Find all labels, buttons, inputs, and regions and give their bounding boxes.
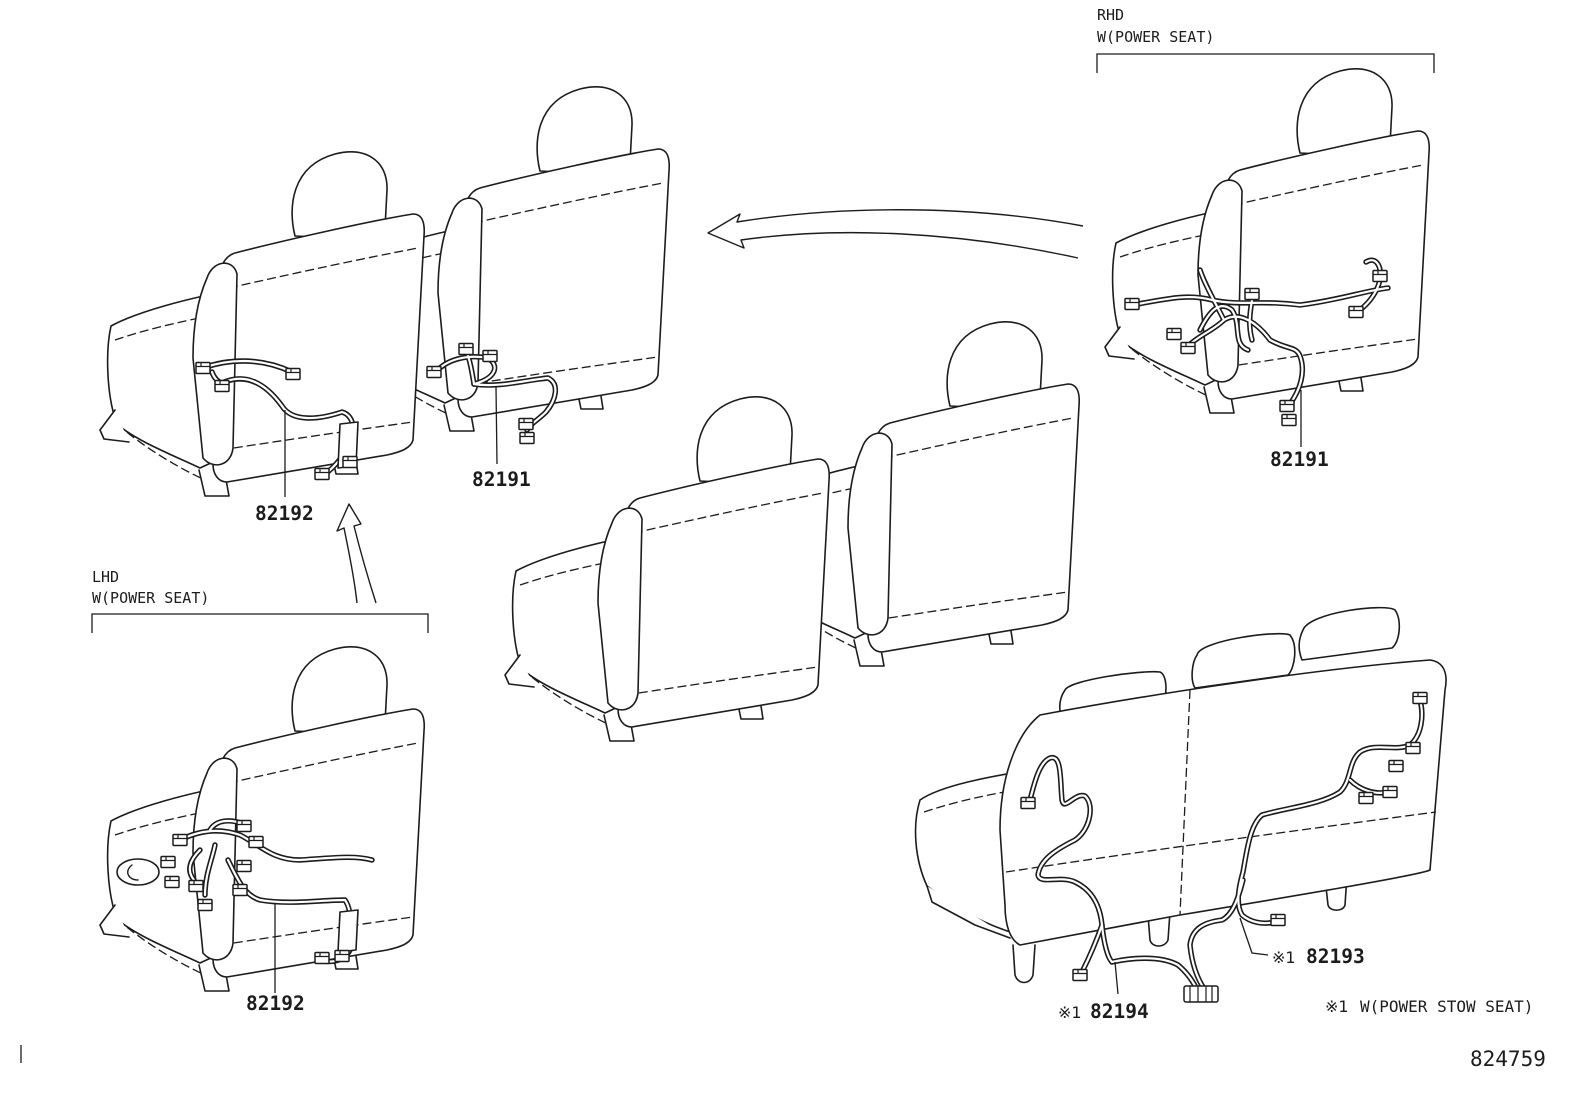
wire-connector	[160, 855, 176, 869]
wire-connector	[1244, 287, 1260, 301]
leader-82191-top	[495, 386, 498, 465]
wire-connector	[1180, 341, 1196, 355]
wire-connector	[197, 898, 213, 912]
lhd-bracket	[91, 613, 429, 633]
wire-connector	[1412, 691, 1428, 705]
wire-connector	[482, 349, 498, 363]
footnote-mark: ※1	[1325, 997, 1349, 1016]
harness-82192-lhd	[160, 819, 372, 965]
rhd-seat	[1104, 68, 1431, 414]
leader-82194	[1114, 961, 1119, 995]
front-pair-top: 82192 82191	[99, 86, 671, 525]
part-number-82191-top[interactable]: 82191	[472, 468, 531, 491]
wire-connector	[1166, 327, 1182, 341]
wire-connector	[314, 951, 330, 965]
wire-connector	[1388, 759, 1404, 773]
wire-connector	[1372, 269, 1388, 283]
note-mark: ※1	[1272, 948, 1296, 967]
wire-connector	[248, 835, 264, 849]
wire-connector	[1382, 785, 1398, 799]
wire-connector	[314, 467, 330, 481]
bench-backrest-split	[1179, 689, 1191, 916]
note-mark: ※1	[1058, 1003, 1082, 1022]
harness-bracket	[337, 909, 359, 953]
third-row-bench: ※1 82193 ※1 82194	[914, 606, 1447, 1023]
power-seat-switch	[116, 858, 160, 886]
wire-connector	[1270, 913, 1286, 927]
bench-backrest-lower-line	[1005, 811, 1437, 873]
leader-82193	[1239, 917, 1269, 956]
wire-connector	[236, 859, 252, 873]
lhd-seat	[99, 646, 426, 992]
lhd-variant-label: W(POWER SEAT)	[92, 589, 209, 607]
wire-connector	[232, 883, 248, 897]
part-number-82191-rhd[interactable]: 82191	[1270, 448, 1329, 471]
curved-arrow-up	[336, 503, 377, 604]
lhd-label: LHD	[92, 568, 119, 586]
wire-connector	[426, 365, 442, 379]
wire-connector	[334, 949, 350, 963]
wire-connector	[188, 879, 204, 893]
wire-connector	[214, 379, 230, 393]
wire-connector	[1279, 399, 1295, 413]
part-number-82192-top[interactable]: 82192	[255, 502, 314, 525]
wire-connector	[164, 875, 180, 889]
wire-connector	[458, 342, 474, 356]
bench-skirt	[926, 885, 1011, 939]
lhd-group: LHD W(POWER SEAT) 82192	[91, 568, 429, 1015]
bench-backrest	[999, 659, 1447, 946]
wire-connector	[285, 367, 301, 381]
footnote-text: W(POWER STOW SEAT)	[1360, 997, 1533, 1016]
wire-connector	[195, 361, 211, 375]
part-number-82193[interactable]: 82193	[1306, 945, 1365, 968]
harness-82192-top	[195, 361, 359, 481]
rhd-group: RHD W(POWER SEAT) 82191	[1096, 6, 1435, 471]
curved-arrow-left	[707, 209, 1084, 259]
bench-headrest-right	[1298, 606, 1401, 661]
wire-connector	[1072, 968, 1088, 982]
bench-leg-left	[1012, 944, 1036, 984]
wire-connector	[1348, 305, 1364, 319]
wire-connector	[519, 431, 535, 445]
rhd-variant-label: W(POWER SEAT)	[1097, 28, 1214, 46]
illustration-number: 824759	[1470, 1047, 1546, 1071]
wire-connector	[342, 455, 358, 469]
wire-connector	[1124, 297, 1140, 311]
part-number-82194[interactable]: 82194	[1090, 1000, 1149, 1023]
main-connector-cluster	[1183, 985, 1219, 1003]
rhd-label: RHD	[1097, 6, 1124, 24]
wire-connector	[1281, 413, 1297, 427]
wire-connector	[1405, 741, 1421, 755]
part-number-82192-lhd[interactable]: 82192	[246, 992, 305, 1015]
footnote: ※1 W(POWER STOW SEAT)	[1325, 997, 1533, 1016]
center-seat-left	[504, 396, 831, 742]
part-label-82194[interactable]: ※1 82194	[1058, 1000, 1149, 1023]
power-seat-switch-knob	[127, 864, 139, 881]
wire-connector	[518, 417, 534, 431]
wire-connector	[172, 833, 188, 847]
front-seat-left	[99, 151, 426, 497]
rhd-bracket	[1096, 53, 1435, 73]
part-label-82193[interactable]: ※1 82193	[1272, 945, 1365, 968]
wire-connector	[1020, 796, 1036, 810]
wire-connector	[236, 819, 252, 833]
wire-connector	[1358, 791, 1374, 805]
bench-headrest-middle	[1191, 632, 1296, 689]
